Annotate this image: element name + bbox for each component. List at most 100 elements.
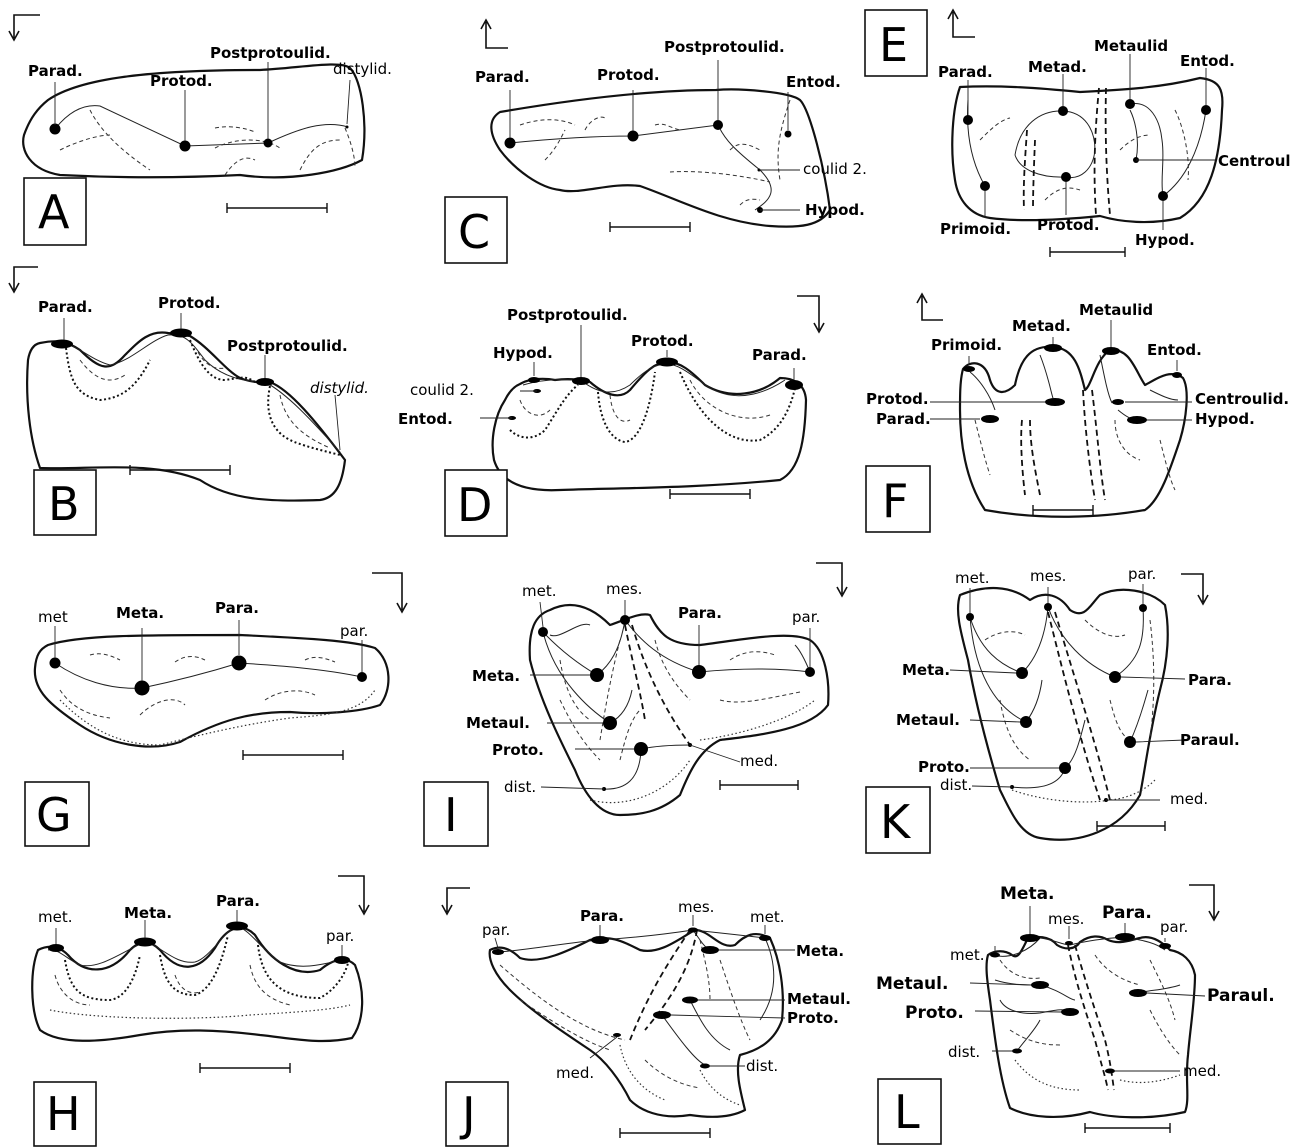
hypod-label: Hypod. [493,344,553,362]
centroulid-cusp [1112,399,1124,405]
paraul-cusp [1129,989,1147,997]
panel-box [446,1082,508,1146]
met-cusp [990,953,1000,958]
metaulid-label: Metaulid [1094,37,1168,55]
postprotoulid-cusp [572,377,590,385]
protod-cusp [656,358,678,367]
med-label: med. [1170,790,1208,808]
meta-label: Meta. [1000,884,1055,904]
met-cusp [538,627,548,637]
parad-label: Parad. [876,410,931,428]
parad-label: Parad. [475,68,530,86]
panel-c: Parad. Protod. Postprotoulid. Entod. cou… [445,20,867,263]
panel-l: Meta. mes. Para. par. met. Metaul. Proto… [876,884,1275,1144]
met-cusp [966,613,974,621]
tooth-outline [952,78,1222,222]
para-cusp [692,665,706,679]
centroul-label: Centroul [1218,152,1291,170]
proto-cusp [634,742,648,756]
hypod-cusp [528,377,540,383]
orientation-arrow [442,888,470,914]
parad-label: Parad. [38,298,93,316]
proto-cusp [1061,1008,1079,1016]
primoid-label: Primoid. [931,336,1002,354]
protod-label: Protod. [597,66,660,84]
orientation-arrow [9,267,38,292]
groove-dotted [620,1045,740,1105]
para-label: Para. [215,599,259,617]
metaulid-cusp [1102,347,1120,355]
postprotoulid-cusp [256,378,274,386]
proto-cusp [1059,762,1071,774]
protod-cusp [1045,398,1065,406]
label-leader [495,915,795,1066]
postprotoulid-label: Postprotoulid. [227,337,348,355]
parad-cusp [50,124,61,135]
primoid-cusp [980,181,990,191]
met-cusp [759,935,771,941]
tooth-outline [960,347,1187,517]
entod-cusp [1201,105,1211,115]
panel-letter: K [880,795,912,849]
panel-letter: I [444,788,458,842]
metaul-cusp [1031,981,1049,989]
paraul-label: Paraul. [1207,986,1275,1006]
crest-line [55,106,348,146]
panel-i: met. mes. Para. par. Meta. Metaul. Proto… [424,563,847,846]
meta-cusp [134,938,156,947]
orientation-arrow [9,15,40,40]
groove [1000,955,1180,1055]
protod-cusp [180,141,191,152]
tooth-outline [32,928,362,1041]
par-cusp [334,956,350,964]
groove-bold [1024,88,1110,215]
orientation-arrow [917,294,943,320]
par-label: par. [1160,918,1188,936]
metaul-cusp [1020,716,1032,728]
coulid2-label: coulid 2. [410,381,474,399]
orientation-arrow [816,563,847,596]
mes-cusp [1065,941,1073,945]
meta-cusp [135,681,150,696]
panel-letter: J [459,1087,476,1141]
panel-letter: E [879,18,908,72]
panel-f: Primoid. Metad. Metaulid Entod. Protod. … [866,294,1289,532]
met-label: met. [38,908,73,926]
para-cusp [232,656,247,671]
tooth-outline [530,605,829,815]
dist-label: dist. [504,778,536,796]
panel-letter: L [894,1085,920,1139]
panel-j: par. Para. mes. met. Meta. Metaul. Proto… [442,888,851,1146]
entod-label: Entod. [786,73,841,91]
meta-cusp [590,668,604,682]
protod-cusp [1061,172,1071,182]
panel-letter: A [38,185,70,239]
dist-label: dist. [940,776,972,794]
orientation-arrow [481,20,508,48]
panel-b: Parad. Protod. Postprotoulid. distylid. … [9,267,369,535]
protod-label: Protod. [150,72,213,90]
entod-label: Entod. [1147,341,1202,359]
meta-cusp [1016,667,1028,679]
protod-cusp [628,131,639,142]
med-label: med. [740,752,778,770]
metaulid-label: Metaulid [1079,301,1153,319]
hypod-cusp [1127,416,1147,424]
metaul-label: Metaul. [787,990,851,1008]
met-label: met. [522,582,557,600]
para-cusp [591,936,609,944]
crest-line [510,125,771,210]
mes-cusp [1044,603,1052,611]
panel-a: Parad. Protod. Postprotoulid. distylid. … [9,15,392,245]
par-cusp [805,667,815,677]
parad-cusp [505,138,516,149]
panel-letter: H [46,1087,81,1141]
panel-e: E Parad. Metad. Metaulid Entod. Centroul… [865,10,1291,257]
met-cusp [48,944,64,952]
metad-cusp [1044,344,1062,352]
distylid-cusp [346,126,349,129]
groove [60,110,355,175]
mes-label: mes. [1030,567,1066,585]
crest-line [48,926,342,966]
